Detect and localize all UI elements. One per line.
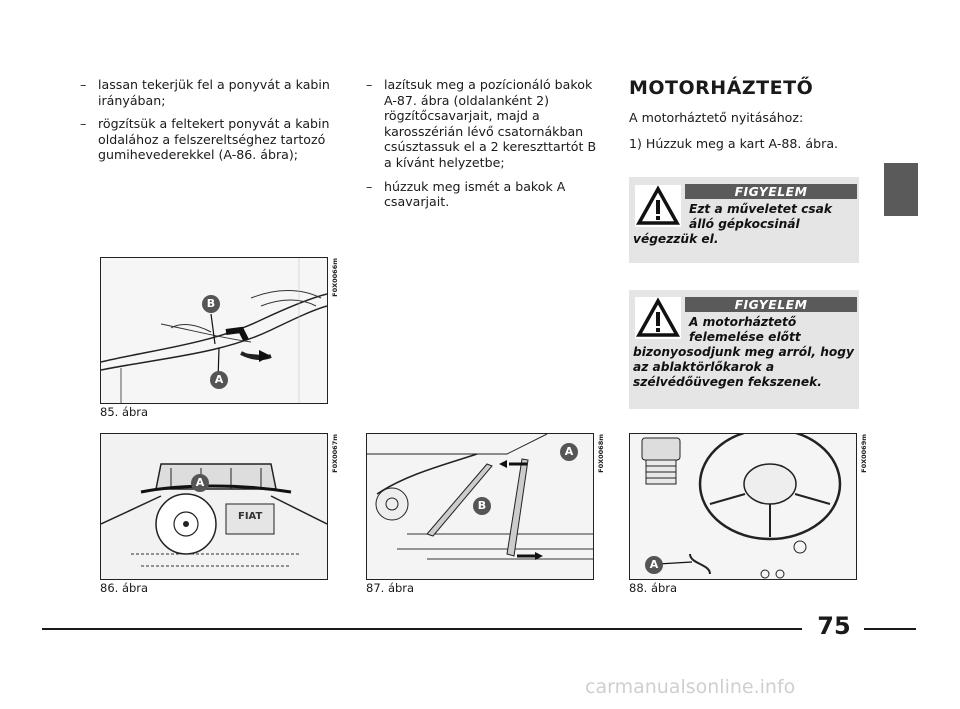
list-item: lassan tekerjük fel a ponyvát a kabin ir… xyxy=(76,77,331,108)
figure-85: B A xyxy=(100,257,328,404)
callout-a: A xyxy=(645,556,663,574)
warning-text: Ezt a műveletet csak álló gépkocsinál vé… xyxy=(633,202,832,246)
figure-caption: 87. ábra xyxy=(366,581,415,595)
figure-caption: 88. ábra xyxy=(629,581,678,595)
figure-86-illustration xyxy=(101,434,327,579)
col1-list: lassan tekerjük fel a ponyvát a kabin ir… xyxy=(76,77,331,171)
callout-b: B xyxy=(202,295,220,313)
watermark: carmanualsonline.info xyxy=(585,676,796,698)
intro-text: A motorháztető nyitásához: xyxy=(629,110,804,125)
chapter-tab xyxy=(884,163,918,216)
callout-a: A xyxy=(210,371,228,389)
section-title: MOTORHÁZTETŐ xyxy=(629,77,814,99)
figure-88: A xyxy=(629,433,857,580)
list-item: lazítsuk meg a pozícionáló bakok A-87. á… xyxy=(362,77,597,171)
page-number: 75 xyxy=(817,612,851,640)
footer-rule xyxy=(42,628,802,630)
figure-86: FIAT A xyxy=(100,433,328,580)
figure-code: F0X0069m xyxy=(860,434,868,473)
list-item: rögzítsük a feltekert ponyvát a kabin ol… xyxy=(76,116,331,163)
warning-box: FIGYELEM A motorháztető felemelése előtt… xyxy=(629,290,859,409)
figure-code: F0X0068m xyxy=(597,434,605,473)
warning-triangle-icon xyxy=(635,185,681,227)
callout-a: A xyxy=(191,474,209,492)
fiat-logo: FIAT xyxy=(238,511,263,522)
figure-88-illustration xyxy=(630,434,856,579)
warning-label: FIGYELEM xyxy=(685,297,857,312)
figure-code: F0X0066m xyxy=(331,258,339,297)
figure-87: A B xyxy=(366,433,594,580)
warning-label: FIGYELEM xyxy=(685,184,857,199)
figure-85-illustration xyxy=(101,258,327,403)
warning-text: A motorháztető felemelése előtt bizonyos… xyxy=(633,315,854,389)
callout-b: B xyxy=(473,497,491,515)
figure-code: F0X0067m xyxy=(331,434,339,473)
callout-a: A xyxy=(560,443,578,461)
step-text: 1) Húzzuk meg a kart A-88. ábra. xyxy=(629,136,839,151)
warning-triangle-icon xyxy=(635,297,681,339)
figure-caption: 86. ábra xyxy=(100,581,149,595)
footer-rule xyxy=(864,628,916,630)
warning-box: FIGYELEM Ezt a műveletet csak álló gépko… xyxy=(629,177,859,263)
figure-caption: 85. ábra xyxy=(100,405,149,419)
list-item: húzzuk meg ismét a bakok A csavarjait. xyxy=(362,179,597,210)
col2-list: lazítsuk meg a pozícionáló bakok A-87. á… xyxy=(362,77,597,218)
